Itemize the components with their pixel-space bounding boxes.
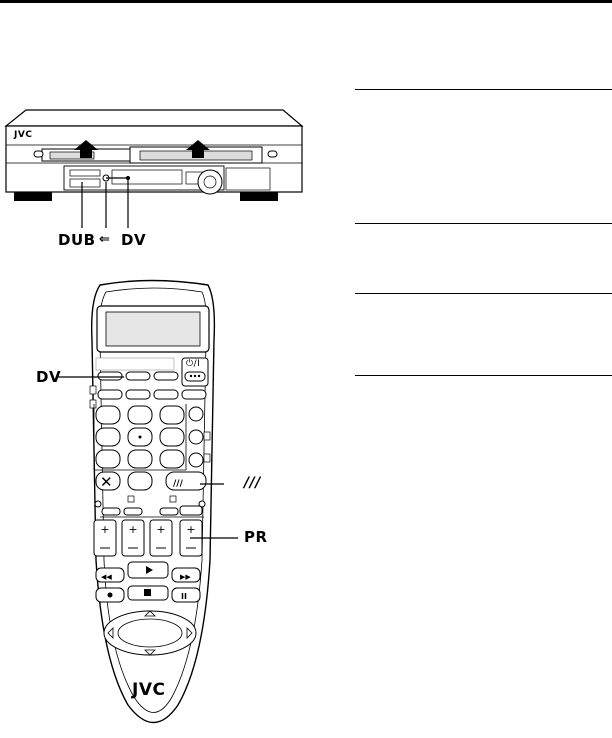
- svg-text:▶▶: ▶▶: [180, 573, 191, 581]
- section-rule-1: [355, 89, 612, 90]
- svg-text:+: +: [156, 523, 165, 536]
- direction-arrow: ⇐: [99, 232, 111, 247]
- vcr-deck-illustration: [4, 109, 304, 228]
- deck-brand-label: JVC: [14, 130, 33, 140]
- pr-label: PR: [244, 528, 268, 546]
- power-button-label: ⏻/I: [186, 359, 201, 369]
- section-rule-3: [355, 293, 612, 294]
- top-rule: [0, 0, 612, 3]
- svg-text:✕: ✕: [100, 473, 113, 491]
- svg-text:◀◀: ◀◀: [101, 573, 112, 581]
- remote-brand-label: JVC: [132, 680, 166, 700]
- svg-text:II: II: [181, 592, 187, 601]
- remote-dv-label: DV: [36, 368, 62, 386]
- deck-dv-label: DV: [121, 231, 147, 249]
- svg-text:///: ///: [173, 479, 184, 489]
- section-rule-2: [355, 223, 612, 224]
- slash-button-label: ///: [244, 475, 261, 491]
- svg-text:+: +: [186, 523, 195, 536]
- svg-text:+: +: [128, 523, 137, 536]
- svg-text:+: +: [100, 523, 109, 536]
- section-rule-4: [355, 375, 612, 376]
- dub-label: DUB: [58, 231, 96, 249]
